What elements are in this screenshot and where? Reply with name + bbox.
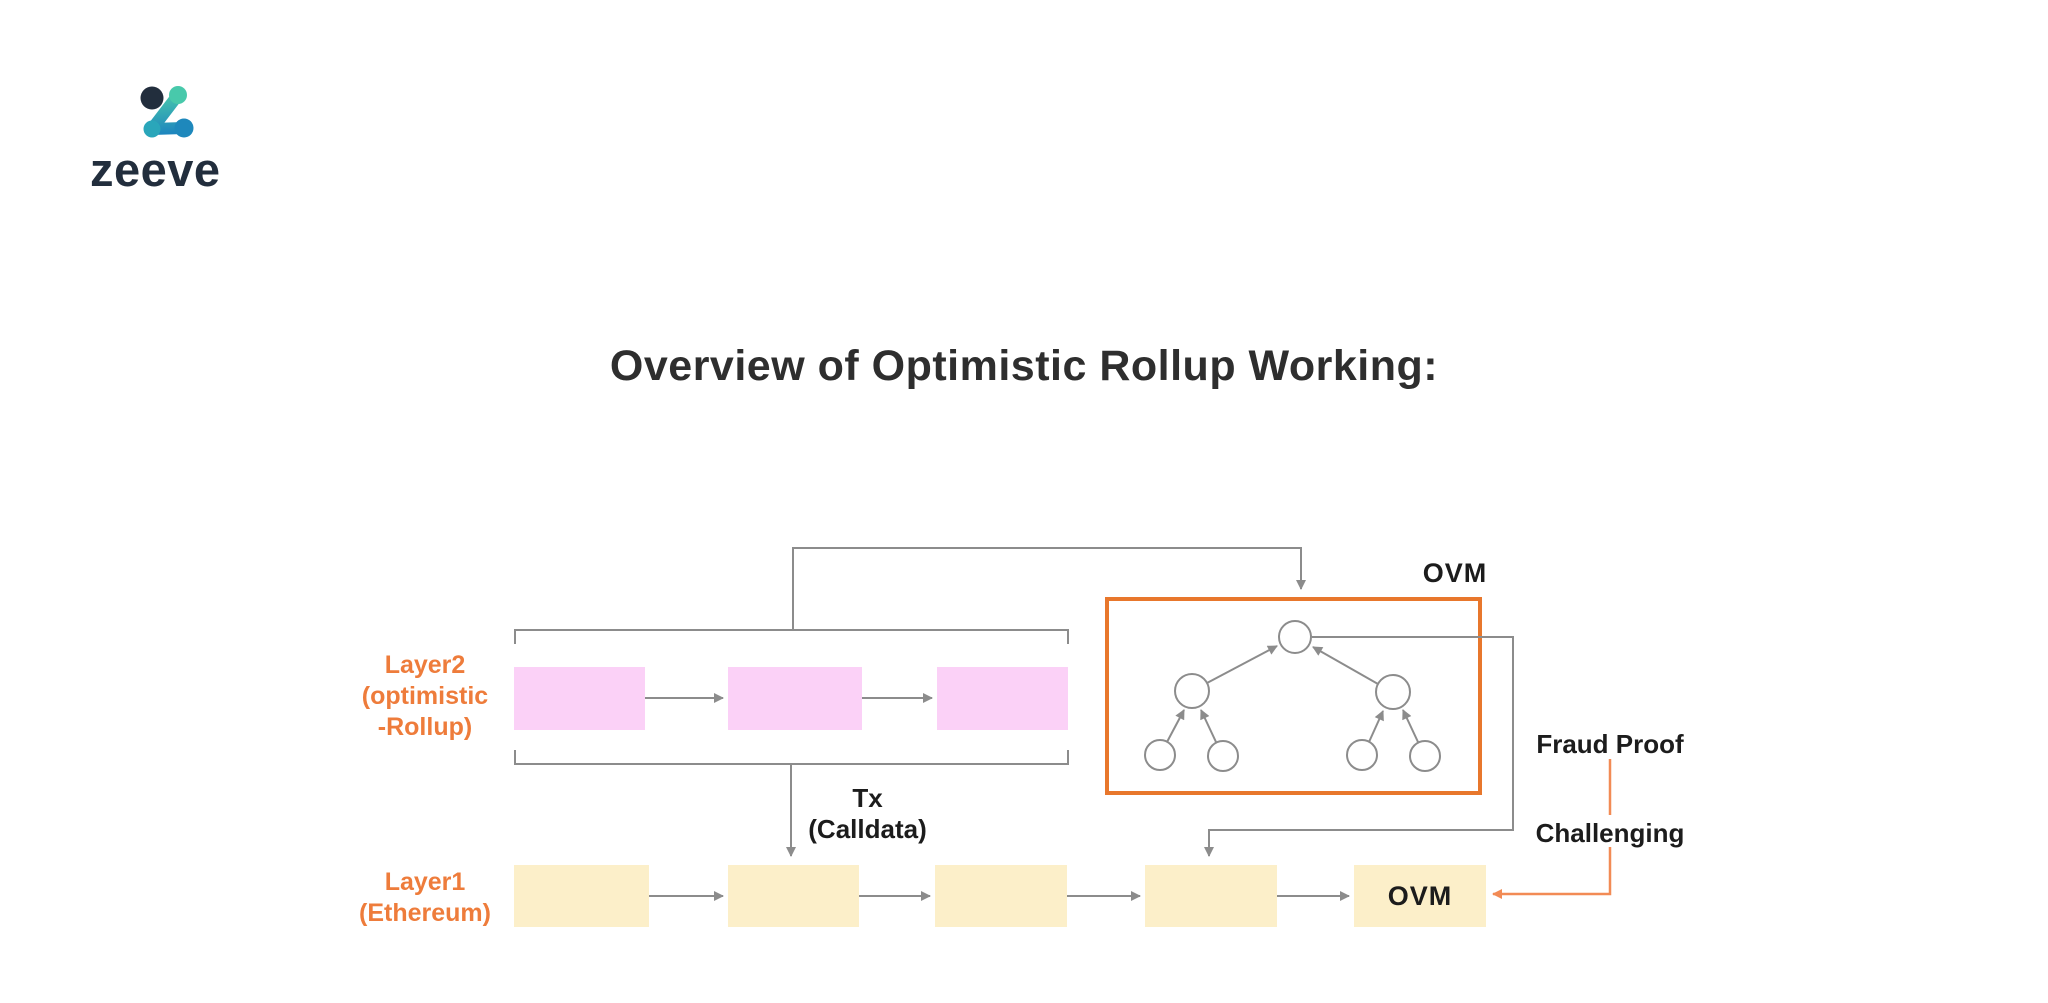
- l1-block-4: [1145, 865, 1277, 927]
- layer2-label-line: -Rollup): [377, 713, 473, 741]
- l1-block-2: [728, 865, 859, 927]
- merkle-tree-edges: [1166, 645, 1419, 743]
- merkle-node-mid-right: [1375, 674, 1411, 710]
- challenging-label: Challenging: [1535, 818, 1685, 848]
- ovm-box: [1105, 597, 1482, 795]
- l2-block-3: [937, 667, 1068, 730]
- merkle-node-leaf-3: [1346, 739, 1378, 771]
- layer2-label-line: Layer2: [384, 651, 466, 679]
- merkle-node-leaf-2: [1207, 740, 1239, 772]
- tx-calldata-label: Tx (Calldata): [780, 783, 955, 845]
- layer2-bracket: [514, 629, 1069, 765]
- tx-label-line: (Calldata): [808, 814, 927, 844]
- fraud-proof-label: Fraud Proof: [1536, 729, 1684, 759]
- l1-block-5-ovm: OVM: [1354, 865, 1486, 927]
- fraud-proof-challenge-arrow: [1492, 759, 1612, 899]
- layer1-label-line: Layer1: [384, 868, 466, 896]
- page-title: Overview of Optimistic Rollup Working:: [609, 342, 1439, 390]
- l1-block-1: [514, 865, 649, 927]
- tx-label-line: Tx: [852, 783, 883, 813]
- zeeve-wordmark: zeeve: [90, 143, 221, 196]
- l2-block-1: [514, 667, 645, 730]
- zeeve-logo-icon: [140, 86, 194, 138]
- merkle-node-leaf-1: [1144, 739, 1176, 771]
- layer2-label-line: (optimistic: [361, 682, 489, 710]
- merkle-node-leaf-4: [1409, 740, 1441, 772]
- l1-block-3: [935, 865, 1067, 927]
- merkle-node-root: [1278, 620, 1312, 654]
- layer2-label: Layer2 (optimistic -Rollup): [340, 650, 510, 743]
- layer1-label-line: (Ethereum): [359, 899, 491, 927]
- ovm-box-label: OVM: [1422, 558, 1488, 588]
- l2-block-2: [728, 667, 862, 730]
- zeeve-logo: zeeve: [80, 45, 300, 196]
- l1-ovm-block-label: OVM: [1387, 880, 1453, 911]
- merkle-node-mid-left: [1174, 673, 1210, 709]
- merkle-tree: [1144, 620, 1441, 772]
- bracket-to-ovm-connector: [792, 547, 1306, 630]
- state-root-connector: [1204, 636, 1514, 857]
- layer1-label: Layer1 (Ethereum): [340, 867, 510, 929]
